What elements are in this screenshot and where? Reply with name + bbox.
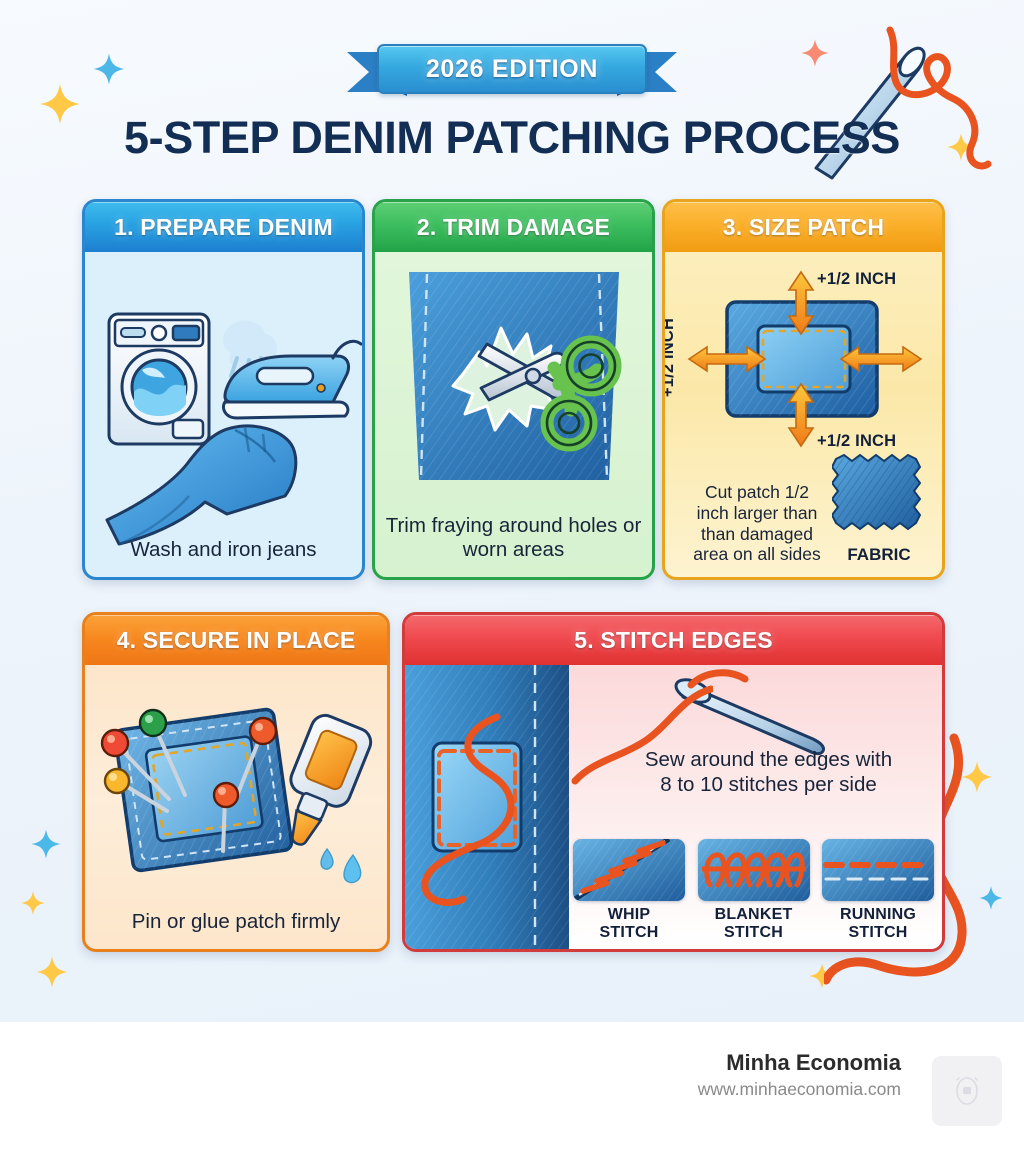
dimension-label-bottom: +1/2 INCH bbox=[817, 432, 897, 450]
sewing-needle-thread-icon bbox=[794, 18, 1020, 188]
footer-text-block: Minha Economia www.minhaeconomia.com bbox=[698, 1050, 901, 1100]
orange-thread-icon bbox=[571, 685, 713, 785]
stitch-label: WHIP STITCH bbox=[599, 906, 659, 941]
dimension-label-left: +1/2 INCH bbox=[662, 317, 678, 398]
blanket-stitch-icon bbox=[697, 839, 810, 902]
stitch-type-whip[interactable]: WHIP STITCH bbox=[573, 839, 685, 941]
placeholder-logo-icon bbox=[932, 1056, 1002, 1126]
caption-line: area on all sides bbox=[693, 544, 821, 565]
footer: Minha Economia www.minhaeconomia.com bbox=[0, 1022, 1024, 1154]
card-heading: 4. SECURE IN PLACE bbox=[85, 615, 387, 665]
stitch-type-running[interactable]: RUNNING STITCH bbox=[822, 839, 934, 941]
droplet-icon bbox=[343, 853, 362, 884]
secure-patch-illustration bbox=[100, 707, 373, 884]
pin-icon bbox=[138, 708, 187, 797]
card-heading: 3. SIZE PATCH bbox=[665, 202, 942, 252]
card-heading: 5. STITCH EDGES bbox=[405, 615, 942, 665]
glue-bottle-icon bbox=[289, 713, 373, 846]
infographic-canvas: 2026 EDITION 5-STEP DENIM PATCHING PROCE… bbox=[0, 0, 1024, 1022]
card-caption: Sew around the edges with 8 to 10 stitch… bbox=[605, 747, 932, 797]
droplet-icon bbox=[320, 847, 334, 870]
pin-icon bbox=[233, 716, 278, 803]
ribbon-banner: 2026 EDITION bbox=[377, 44, 647, 94]
card-body: Pin or glue patch firmly bbox=[85, 665, 387, 949]
card-caption: Wash and iron jeans bbox=[130, 538, 317, 562]
stitch-label: BLANKET STITCH bbox=[714, 906, 793, 941]
brand-name: Minha Economia bbox=[726, 1050, 901, 1075]
pin-icon bbox=[103, 767, 169, 813]
card-heading: 1. PREPARE DENIM bbox=[85, 202, 362, 252]
card-caption: Cut patch 1/2 inch larger than than dama… bbox=[677, 482, 837, 565]
denim-patch-icon bbox=[405, 665, 569, 949]
card-caption: Trim fraying around holes or worn areas bbox=[385, 514, 642, 563]
stitch-label: RUNNING STITCH bbox=[839, 906, 917, 941]
card-body: +1/2 INCH +1/2 INCH +1/2 INCH bbox=[665, 252, 942, 577]
pin-icon bbox=[100, 728, 171, 801]
stitch-types-row: WHIP STITCH bbox=[573, 839, 934, 941]
card-body: Wash and iron jeans bbox=[85, 252, 362, 577]
sparkle-gold-icon bbox=[20, 890, 46, 916]
prepare-denim-illustration bbox=[105, 312, 362, 546]
page-title: 5-STEP DENIM PATCHING PROCESS bbox=[123, 112, 900, 163]
fabric-label: FABRIC bbox=[847, 545, 911, 564]
sparkle-blue-icon bbox=[30, 828, 62, 860]
edition-label: 2026 EDITION bbox=[425, 54, 599, 83]
step-card-prepare-denim[interactable]: 1. PREPARE DENIM bbox=[82, 199, 365, 580]
step-card-stitch-edges[interactable]: 5. STITCH EDGES bbox=[402, 612, 945, 952]
caption-line: 8 to 10 stitches per side bbox=[660, 773, 877, 796]
caption-line: than damaged bbox=[701, 523, 813, 544]
stitch-type-blanket[interactable]: BLANKET STITCH bbox=[697, 839, 810, 941]
sparkle-blue-icon bbox=[92, 52, 126, 86]
running-stitch-icon bbox=[822, 839, 934, 902]
caption-line: Trim fraying around holes or worn areas bbox=[385, 513, 642, 562]
step-card-size-patch[interactable]: 3. SIZE PATCH bbox=[662, 199, 945, 580]
edition-ribbon: 2026 EDITION bbox=[347, 44, 677, 100]
whip-stitch-icon bbox=[573, 839, 685, 902]
caption-line: Cut patch 1/2 bbox=[704, 482, 810, 503]
trim-damage-illustration bbox=[409, 272, 622, 480]
fabric-swatch-icon bbox=[832, 453, 922, 531]
card-body: Trim fraying around holes or worn areas bbox=[375, 252, 652, 577]
brand-url[interactable]: www.minhaeconomia.com bbox=[697, 1079, 901, 1099]
card-caption: Pin or glue patch firmly bbox=[131, 910, 341, 934]
step-card-trim-damage[interactable]: 2. TRIM DAMAGE bbox=[372, 199, 655, 580]
caption-line: Sew around the edges with bbox=[644, 748, 893, 771]
card-heading: 2. TRIM DAMAGE bbox=[375, 202, 652, 252]
patch-sizing-diagram-icon bbox=[687, 270, 923, 448]
caption-line: inch larger than bbox=[696, 503, 818, 524]
dimension-label-top: +1/2 INCH bbox=[817, 270, 897, 288]
pin-icon bbox=[212, 781, 240, 853]
step-card-secure-in-place[interactable]: 4. SECURE IN PLACE bbox=[82, 612, 390, 952]
sparkle-gold-icon bbox=[35, 955, 69, 989]
sewing-needle-icon bbox=[674, 669, 825, 756]
card-body: Sew around the edges with 8 to 10 stitch… bbox=[405, 665, 942, 949]
